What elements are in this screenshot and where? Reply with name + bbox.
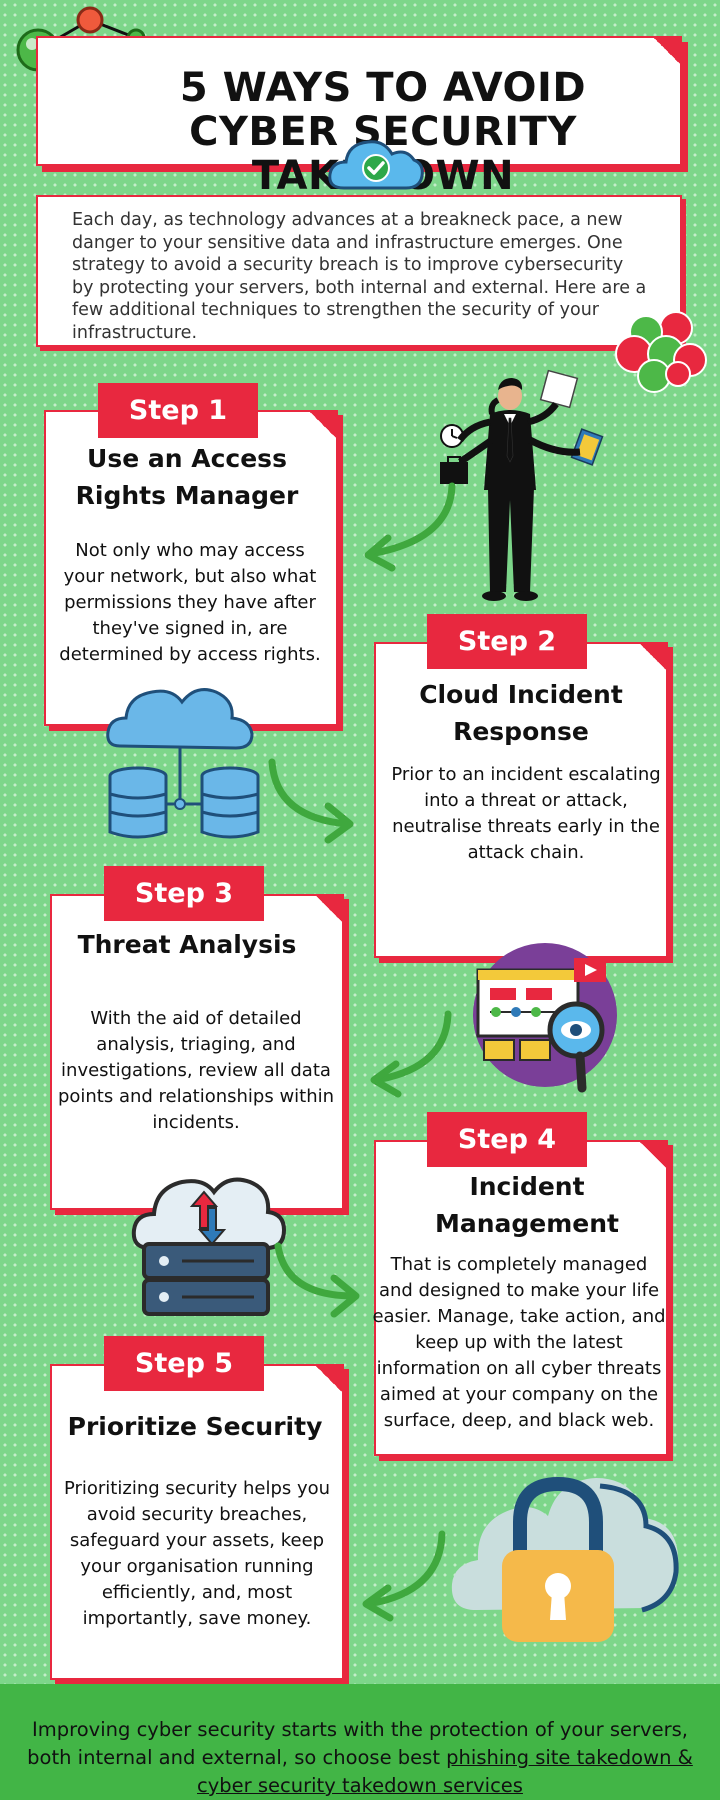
- step-heading-4: Incident Management: [434, 1172, 620, 1238]
- step-card-fold: [314, 894, 344, 924]
- step-body-3: With the aid of detailed analysis, triag…: [57, 1008, 335, 1133]
- title-card: 5 WAYS TO AVOID CYBER SECURITY TAKEDOWN: [36, 36, 682, 198]
- footer-message: Improving cyber security starts with the…: [27, 1718, 688, 1769]
- step-badge-4: Step 4: [427, 1112, 587, 1167]
- step-card-3: [50, 894, 344, 1210]
- cloud-database-icon: [106, 688, 260, 839]
- arrow-icon: [370, 1010, 452, 1098]
- step-card-2: [374, 642, 668, 958]
- step-body-4: That is completely managed and designed …: [372, 1254, 666, 1431]
- businessman-icon: [440, 369, 604, 601]
- step-card-fold: [638, 642, 668, 672]
- footer-link[interactable]: phishing site takedown & cyber security …: [197, 1746, 693, 1797]
- step-heading-5: Prioritize Security: [67, 1412, 323, 1441]
- step-card-fold: [638, 1140, 668, 1170]
- footer-text: Improving cyber security starts with the…: [10, 1716, 710, 1800]
- monitoring-icon: [473, 943, 617, 1093]
- footer: Improving cyber security starts with the…: [0, 1684, 720, 1800]
- step-heading-1: Use an Access Rights Manager: [75, 444, 299, 510]
- cloud-server-icon: [131, 1177, 287, 1316]
- step-card-1: [44, 410, 338, 726]
- arrow-icon: [362, 1530, 446, 1622]
- intro-text: Each day, as technology advances at a br…: [72, 210, 647, 343]
- step-card-4: [374, 1140, 668, 1456]
- intro-card: Each day, as technology advances at a br…: [36, 195, 682, 347]
- step-card-fold: [314, 1364, 344, 1394]
- step-body-1: Not only who may access your network, bu…: [59, 540, 321, 665]
- arrow-icon: [274, 1242, 360, 1318]
- step-badge-3: Step 3: [104, 866, 264, 921]
- step-body-5: Prioritizing security helps you avoid se…: [63, 1478, 331, 1629]
- step-badge-2: Step 2: [427, 614, 587, 669]
- step-badge-1: Step 1: [98, 383, 258, 438]
- step-card-fold: [308, 410, 338, 440]
- step-heading-2: Cloud Incident Response: [419, 680, 623, 746]
- step-body-2: Prior to an incident escalating into a t…: [391, 764, 661, 863]
- step-heading-3: Threat Analysis: [77, 930, 297, 959]
- title-card-fold: [652, 36, 682, 66]
- cloud-check-icon: [328, 140, 424, 190]
- balls-icon: [615, 311, 707, 393]
- cloud-lock-icon: [451, 1476, 679, 1642]
- step-badge-5: Step 5: [104, 1336, 264, 1391]
- arrow-icon: [268, 758, 354, 844]
- arrow-icon: [364, 482, 456, 572]
